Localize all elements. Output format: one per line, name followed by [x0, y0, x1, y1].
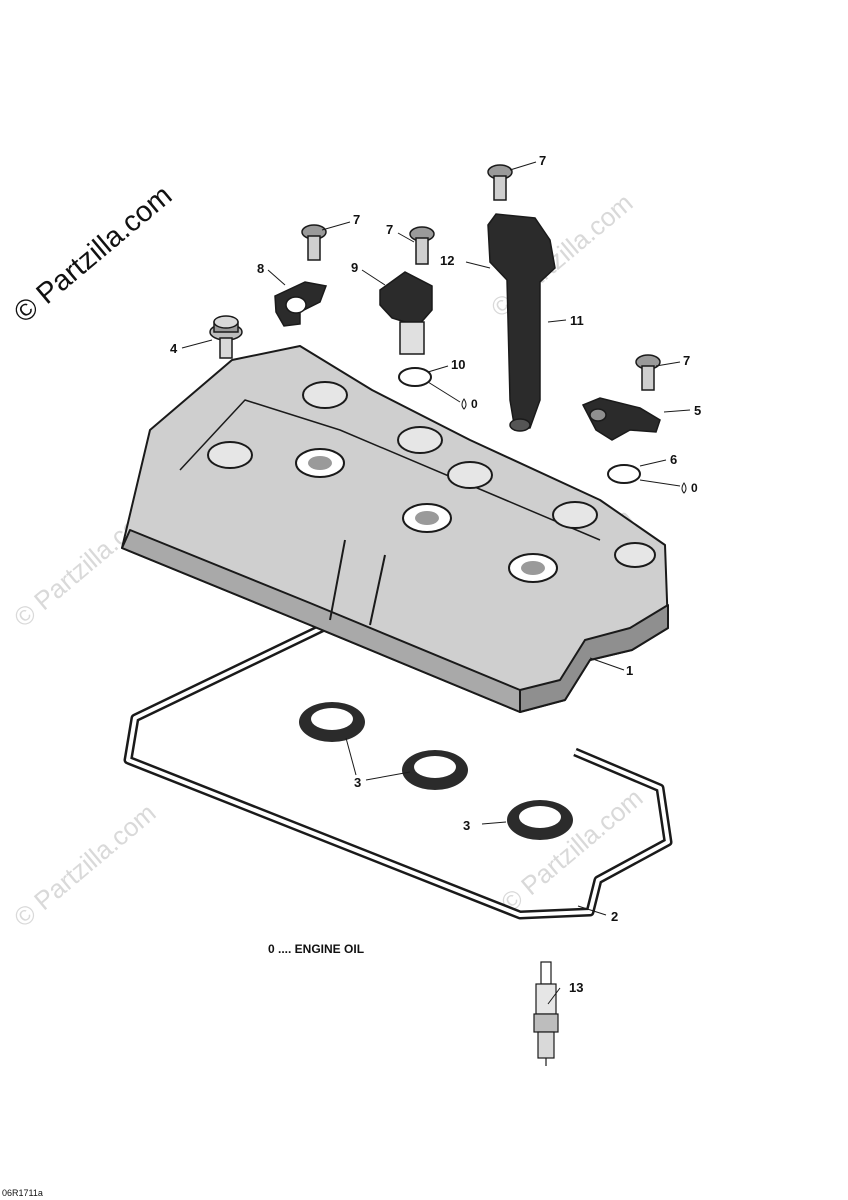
callout-1: 1	[626, 663, 634, 678]
callout-13: 13	[569, 980, 584, 995]
callout-2: 2	[611, 909, 619, 924]
bracket	[274, 281, 328, 327]
oil-code-a: 0	[471, 397, 478, 411]
o-ring-10	[398, 367, 432, 387]
bolt-7d	[635, 354, 661, 391]
oil-code-b: 0	[691, 481, 698, 495]
valve-cover-gasket	[123, 623, 673, 920]
ignition-coil	[487, 213, 556, 432]
callout-7a: 7	[353, 212, 361, 227]
figure-reference: 06R1711a	[2, 1188, 43, 1198]
spark-plug	[533, 961, 559, 1066]
callout-8: 8	[257, 261, 265, 276]
bolt-7c	[487, 164, 513, 201]
callout-5: 5	[694, 403, 702, 418]
callout-11: 11	[570, 313, 584, 328]
callout-7c: 7	[539, 153, 547, 168]
lubricant-legend: 0 .... ENGINE OIL	[268, 942, 365, 956]
leader-lines	[181, 161, 691, 1005]
callout-3b: 3	[463, 818, 471, 833]
tube-seal-1	[299, 702, 365, 742]
bolt-with-washer	[209, 315, 243, 359]
tube-seal-3	[507, 800, 573, 840]
bolt-7b	[409, 226, 435, 265]
callout-3a: 3	[354, 775, 362, 790]
oil-drop-icon	[461, 398, 687, 494]
valve-cover	[121, 345, 669, 713]
callout-12: 12	[440, 253, 455, 268]
o-ring-6	[607, 464, 641, 484]
sensor-5	[581, 397, 661, 441]
tube-seal-2	[402, 750, 468, 790]
callout-10: 10	[451, 357, 466, 372]
callout-7d: 7	[683, 353, 691, 368]
callout-6: 6	[670, 452, 678, 467]
callout-9: 9	[351, 260, 359, 275]
callout-7b: 7	[386, 222, 394, 237]
bolt-7a	[301, 224, 327, 261]
sensor	[379, 271, 433, 355]
callout-4: 4	[170, 341, 178, 356]
